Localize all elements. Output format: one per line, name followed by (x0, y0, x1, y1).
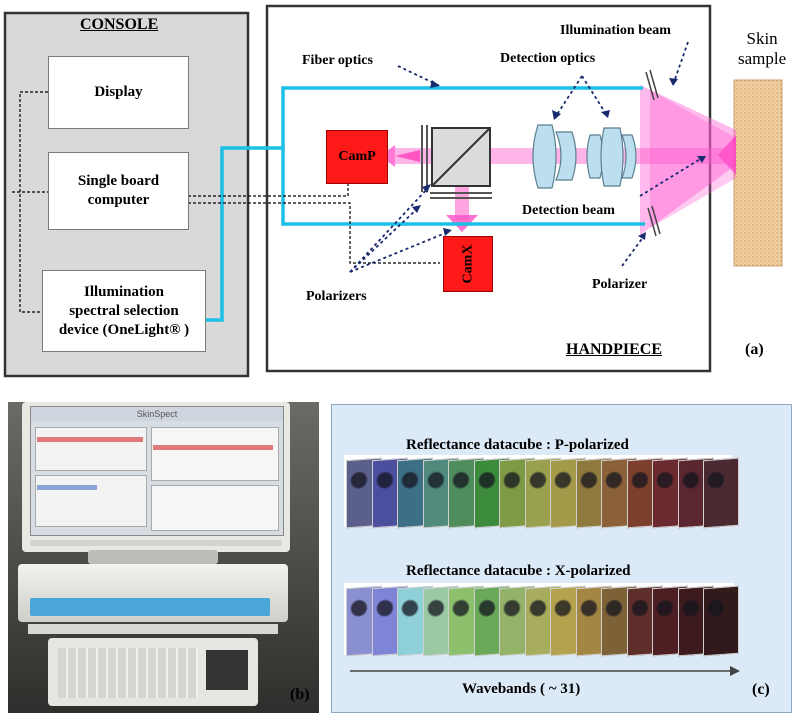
illumination-beam-label: Illumination beam (560, 23, 671, 38)
handpiece-title: HANDPIECE (566, 341, 663, 358)
single-board-computer-box: Single board computer (48, 152, 189, 230)
p-polarized-band-image (703, 457, 739, 529)
lens-1 (532, 124, 557, 189)
detection-beam-label: Detection beam (522, 203, 615, 218)
handpiece-box (265, 4, 712, 373)
detection-optics-label: Detection optics (500, 51, 596, 66)
wavebands-label: Wavebands ( ~ 31) (462, 681, 581, 697)
p-datacube-title: Reflectance datacube : P-polarized (406, 437, 629, 453)
x-polarized-band-image (703, 585, 739, 657)
sbc-label-line1: Single board (77, 173, 160, 189)
system-diagram (3, 4, 783, 378)
waveband-arrow (350, 666, 740, 676)
sbc-label-line2: computer (87, 192, 150, 208)
camp-label: CamP (338, 149, 376, 164)
panel-label-a: (a) (745, 341, 764, 358)
polarizer-label: Polarizer (592, 277, 648, 292)
illumination-device-box: Illumination spectral selection device (… (42, 270, 206, 352)
skin-label-line1: Skin (746, 29, 778, 48)
device-photo: SkinSpect (b) (8, 402, 319, 713)
p-datacube-strip (344, 455, 739, 529)
camp-camera: CamP (326, 130, 388, 184)
app-title: SkinSpect (31, 407, 283, 421)
fiber-optics-label: Fiber optics (302, 53, 373, 68)
camx-label: CamX (459, 244, 475, 284)
camx-camera: CamX (443, 236, 493, 292)
polarizers-label: Polarizers (306, 289, 367, 304)
blue-stripe (30, 598, 270, 616)
display-label: Display (94, 84, 143, 100)
panel-label-b: (b) (290, 686, 310, 703)
skin-label-line2: sample (738, 49, 787, 68)
illum-label-line3: device (OneLight® ) (58, 321, 190, 338)
monitor-screen: SkinSpect (30, 406, 284, 536)
x-datacube-strip (344, 583, 739, 657)
skin-sample-label: Skin sample (738, 29, 786, 69)
illum-label-line2: spectral selection (69, 302, 179, 319)
console-title: CONSOLE (80, 16, 159, 33)
display-box: Display (48, 56, 189, 129)
fiber-optics-upper (205, 86, 643, 322)
illum-label-line1: Illumination (83, 283, 165, 300)
datacube-panel: Reflectance datacube : P-polarized Refle… (331, 404, 792, 713)
skin-sample (733, 79, 783, 267)
panel-label-c: (c) (752, 681, 770, 698)
x-datacube-title: Reflectance datacube : X-polarized (406, 563, 631, 579)
fiber-optics-lower (281, 148, 645, 226)
illumination-beam-upper (640, 85, 736, 235)
